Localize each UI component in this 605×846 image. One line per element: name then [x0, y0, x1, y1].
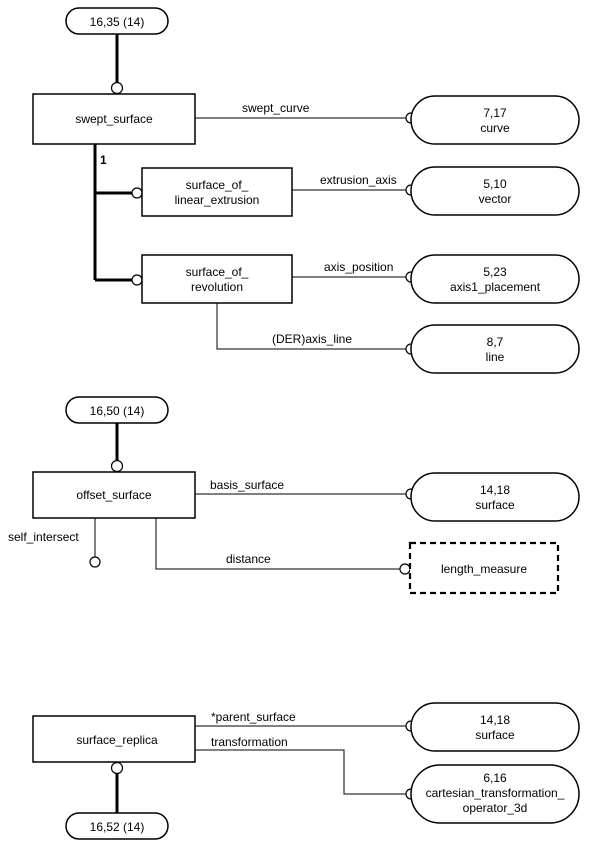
supertype-link-circle — [110, 81, 124, 95]
axis-line-connector — [216, 303, 406, 350]
surface-replica-ref-pill — [65, 812, 169, 840]
subtype-count-label: 1 — [100, 153, 107, 167]
axis1-placement-name: axis1_placement — [450, 280, 541, 294]
curve-pill — [410, 95, 580, 145]
axis-line-label: (DER)axis_line — [272, 332, 352, 346]
transformation-label: transformation — [211, 735, 288, 749]
self-intersect-circle — [89, 556, 101, 568]
curve-ref: 7,17 — [483, 106, 507, 120]
curve-name: curve — [480, 121, 510, 135]
surface-replica-box — [32, 715, 196, 763]
swept-surface-label: swept_surface — [75, 112, 153, 126]
distance-connector — [155, 518, 400, 570]
surface-replica-ref-label: 16,52 (14) — [90, 820, 145, 834]
subtype-branch-2-circle — [131, 274, 143, 286]
vector-name: vector — [479, 192, 512, 206]
replica-supertype-circle — [110, 761, 124, 775]
swept-curve-label: swept_curve — [242, 101, 310, 115]
surface-2-name: surface — [475, 728, 515, 742]
cartesian-transformation-pill — [410, 764, 580, 824]
line-ref: 8,7 — [487, 335, 504, 349]
cto-name-2: operator_3d — [463, 801, 528, 815]
offset-surface-box — [32, 471, 196, 519]
surface-pill-2 — [410, 702, 580, 752]
swept-surface-box — [32, 93, 196, 145]
surface-1-name: surface — [475, 498, 515, 512]
cto-name-1: cartesian_transformation_ — [426, 786, 565, 800]
surface-replica-group: surface_replica *parent_surface 14,18 su… — [32, 702, 580, 840]
transformation-connector — [195, 749, 406, 795]
self-intersect-label: self_intersect — [8, 530, 79, 544]
surface-2-ref: 14,18 — [480, 713, 510, 727]
subtype-branch-1-circle — [131, 187, 143, 199]
offset-surface-group: 16,50 (14) offset_surface basis_surface … — [8, 396, 580, 595]
revolution-label-2: revolution — [191, 280, 243, 294]
cto-ref: 6,16 — [483, 771, 507, 785]
surface-of-revolution-box — [141, 254, 293, 304]
offset-supertype-circle — [110, 459, 124, 473]
offset-surface-label: offset_surface — [76, 488, 151, 502]
surface-1-ref: 14,18 — [480, 483, 510, 497]
extrusion-axis-label: extrusion_axis — [320, 173, 397, 187]
surface-pill-1 — [410, 472, 580, 522]
basis-surface-label: basis_surface — [210, 478, 284, 492]
axis-position-label: axis_position — [324, 260, 393, 274]
swept-surface-ref-label: 16,35 (14) — [90, 15, 145, 29]
offset-surface-ref-label: 16,50 (14) — [90, 404, 145, 418]
length-measure-box — [408, 541, 560, 595]
axis1-placement-pill — [410, 254, 580, 304]
distance-circle — [399, 563, 411, 575]
linear-extrusion-label-1: surface_of_ — [186, 178, 249, 192]
surface-of-linear-extrusion-box — [141, 167, 293, 217]
axis1-placement-ref: 5,23 — [483, 265, 507, 279]
line-pill — [410, 324, 580, 374]
parent-surface-label: *parent_surface — [211, 710, 296, 724]
line-name: line — [486, 350, 505, 364]
revolution-label-1: surface_of_ — [186, 265, 249, 279]
swept-surface-group: 16,35 (14) swept_surface swept_curve 7,1… — [32, 7, 580, 374]
length-measure-label: length_measure — [441, 562, 527, 576]
vector-ref: 5,10 — [483, 177, 507, 191]
vector-pill — [410, 166, 580, 216]
linear-extrusion-label-2: linear_extrusion — [175, 193, 260, 207]
surface-replica-label: surface_replica — [76, 733, 158, 747]
distance-label: distance — [226, 552, 271, 566]
